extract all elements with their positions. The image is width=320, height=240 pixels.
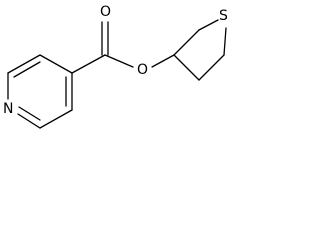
thietane-ring — [173, 19, 227, 81]
bond-c2-sulfur — [198, 19, 219, 31]
carbonyl-oxygen-label: O — [100, 4, 111, 20]
bond-n1-c6 — [17, 113, 41, 129]
bond-c3-c2-upper — [173, 29, 200, 56]
nitrogen-atom-label: N — [3, 101, 13, 117]
bond-ester-oxygen-c3 — [151, 54, 175, 68]
bond-sulfur-c4 — [223, 27, 227, 56]
sulfur-atom-label: S — [219, 8, 228, 24]
pyridine-ring — [7, 54, 73, 129]
double-bond-n1-c6 — [18, 106, 41, 121]
double-bond-c3-c2 — [13, 61, 41, 78]
ester-group — [71, 21, 175, 74]
chemical-structure: N O O S — [3, 4, 228, 129]
bond-c4-c3 — [39, 54, 73, 74]
bond-c3-c2 — [7, 54, 41, 74]
bond-c6-c5 — [39, 109, 73, 129]
bond-c4-carbonyl — [71, 54, 106, 74]
bond-c4-c3-lower — [198, 54, 225, 81]
ester-oxygen-label: O — [137, 62, 148, 78]
bond-carbonyl-ester-oxygen — [104, 54, 134, 68]
bond-c3-c3 — [173, 54, 200, 81]
